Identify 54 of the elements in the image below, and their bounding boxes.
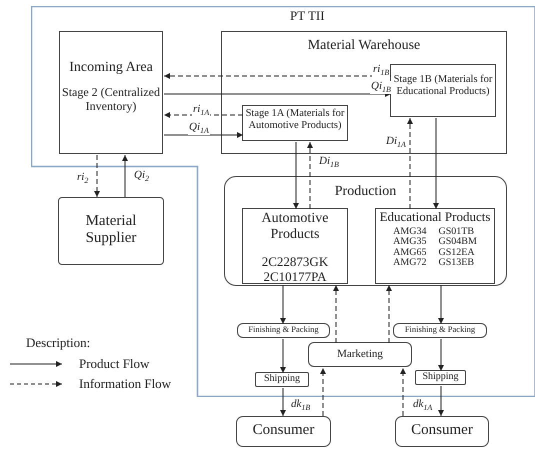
process-box: [237, 323, 330, 338]
process-box: [255, 372, 309, 387]
product-code: AMG72: [393, 258, 426, 269]
edge-label: dk$_{1B}$: [290, 399, 312, 412]
box-title: Marketing: [337, 348, 383, 361]
box-title: Finishing & Packing: [404, 325, 476, 335]
box-title: Stage 1A (Materials for Automotive Products): [245, 108, 345, 132]
process-box: [393, 323, 487, 338]
edge-label: Di$_{1B}$: [318, 156, 340, 170]
box-title: Consumer: [411, 422, 473, 440]
box-title: Material Warehouse: [308, 38, 420, 54]
box-title: Educational Products: [380, 210, 490, 225]
box-title: Stage 1B (Materials for Educational Products): [393, 74, 493, 98]
edge-label: dk$_{1A}$: [412, 399, 434, 412]
box-title: Shipping: [264, 373, 300, 384]
boundary-title: PT TII: [290, 9, 325, 24]
production-box: [224, 176, 507, 286]
product-code: AMG34: [393, 226, 426, 237]
box-title: Material Supplier: [84, 213, 138, 248]
box-text: Stage 2 (Centralized Inventory): [62, 86, 160, 114]
legend-heading: Description:: [26, 335, 90, 351]
stage-box: [390, 64, 496, 117]
product-code: AMG35: [393, 237, 426, 248]
consumer-box: [395, 416, 489, 447]
product-code: AMG65: [393, 248, 426, 258]
process-box: [415, 370, 466, 385]
warehouse-box: [221, 31, 507, 154]
edge-label: Qi$_{2}$: [133, 170, 150, 184]
product-code: GS13EB: [438, 258, 476, 269]
edge-label: Qi$_{1B}$: [370, 81, 392, 94]
product-code: GS01TB: [438, 226, 476, 237]
box-title: Automotive Products: [260, 211, 330, 244]
supplier-box: [58, 197, 164, 265]
box-title: Shipping: [422, 371, 459, 382]
edge-label: Qi$_{1A}$: [188, 122, 210, 136]
product-box: [242, 208, 348, 284]
product-box: [375, 208, 495, 284]
box-title: Incoming Area: [69, 60, 153, 76]
area-box: [59, 31, 163, 154]
box-title: Consumer: [252, 422, 314, 440]
box-title: Finishing & Packing: [248, 325, 319, 335]
legend-text: Product Flow: [79, 356, 150, 372]
box-text: 2C22873GK 2C10177PA: [260, 255, 330, 286]
box-title: Production: [334, 184, 396, 200]
stage-box: [242, 105, 348, 141]
consumer-box: [236, 416, 331, 447]
edge-label: ri$_{1B}$: [372, 64, 390, 78]
edge-label: Di$_{1A}$: [385, 136, 407, 150]
edge-label: ri$_{1A}$: [192, 104, 210, 118]
product-code: GS04BM: [438, 237, 477, 248]
process-box: [308, 342, 412, 367]
legend-text: Information Flow: [79, 376, 172, 392]
product-code: GS12EA: [438, 248, 476, 258]
edge-label: ri$_{2}$: [76, 172, 90, 186]
